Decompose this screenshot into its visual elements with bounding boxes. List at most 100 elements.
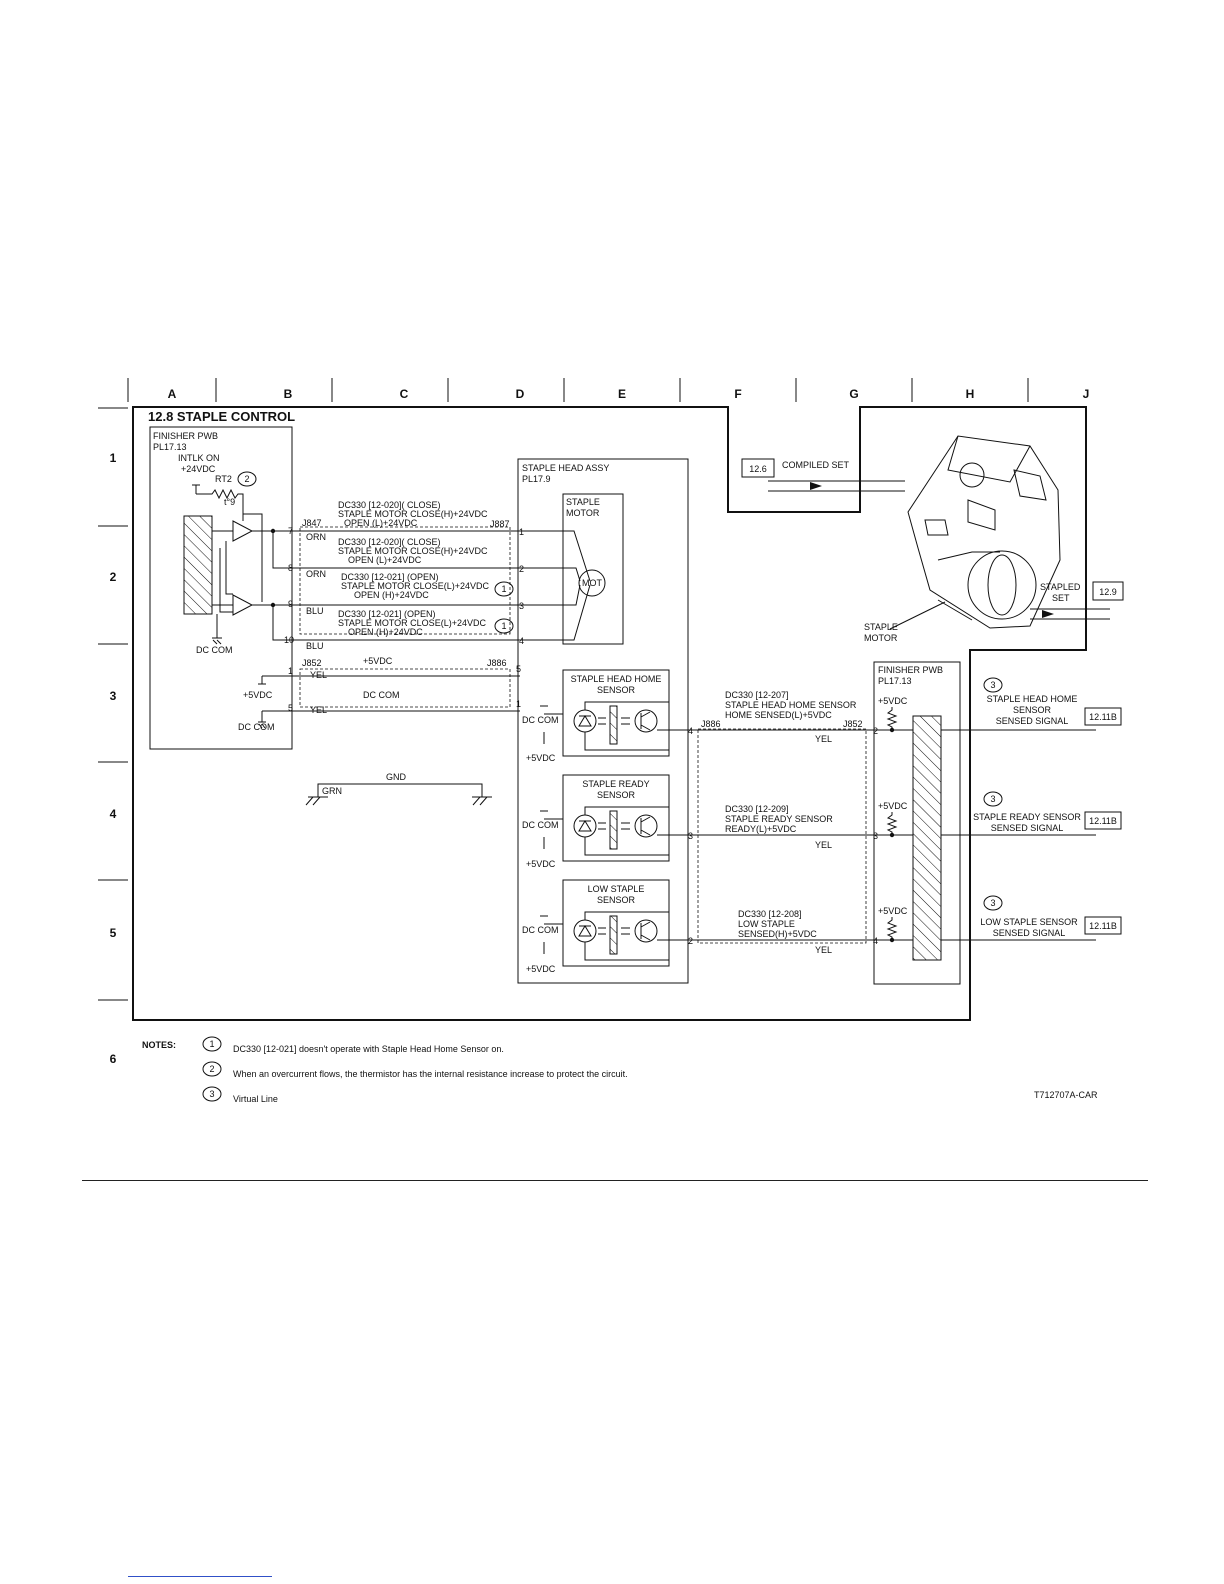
compiled-set-label: COMPILED SET [782, 460, 850, 470]
output-home-a: STAPLE HEAD HOME [987, 694, 1078, 704]
j887-label: J887 [490, 519, 510, 529]
note-marker-1b [494, 618, 514, 634]
motor-symbol [578, 569, 606, 597]
home-sensor-v5: +5VDC [526, 753, 556, 763]
thermistor-label: t°9 [224, 497, 235, 507]
note-3-num: 3 [209, 1089, 214, 1099]
stapled-label-a: STAPLED [1040, 582, 1081, 592]
v5-right-3: +5VDC [878, 906, 908, 916]
ref-12-11b-2: 12.11B [1089, 816, 1117, 826]
note-2-text: When an overcurrent flows, the thermisto… [233, 1069, 628, 1079]
signal-3c: OPEN (H)+24VDC [354, 590, 429, 600]
diagram-boundary [132, 406, 1087, 1021]
pin-1-j886: 1 [516, 699, 521, 709]
note-marker-1b-num: 1 [501, 621, 506, 631]
pin-3-right: 3 [873, 831, 878, 841]
v5-left-label: +5VDC [243, 690, 273, 700]
staple-motor-pic-a: STAPLE [864, 622, 898, 632]
note-marker-3c-num: 3 [990, 898, 995, 908]
staple-head-home-sensor [562, 669, 670, 757]
amp-triangle-2 [232, 594, 254, 616]
amp-triangle-1 [232, 520, 254, 542]
signal-1c: OPEN (L)+24VDC [344, 518, 418, 528]
signal-4b: STAPLE MOTOR CLOSE(L)+24VDC [338, 618, 486, 628]
signal-1b: STAPLE MOTOR CLOSE(H)+24VDC [338, 509, 488, 519]
flag-12-6: 12.6 [749, 464, 767, 474]
col-label-b: B [284, 387, 293, 401]
pin-8: 8 [288, 563, 293, 573]
output-ready-a: STAPLE READY SENSOR [973, 812, 1081, 822]
note-2-num: 2 [209, 1064, 214, 1074]
pin-3-sensor: 3 [688, 831, 693, 841]
pin-2-j887: 2 [519, 564, 524, 574]
signal-2b: STAPLE MOTOR CLOSE(H)+24VDC [338, 546, 488, 556]
col-label-c: C [400, 387, 409, 401]
stapled-label-b: SET [1052, 593, 1070, 603]
ready-signal-2: STAPLE READY SENSOR [725, 814, 833, 824]
staple-ready-sensor [562, 774, 670, 862]
col-label-j: J [1083, 387, 1090, 401]
low-sensor-name-a: LOW STAPLE [588, 884, 645, 894]
signal-1a: DC330 [12-020]( CLOSE) [338, 500, 441, 510]
pin-4-right: 4 [873, 936, 878, 946]
compiled-set-flag: 12.6 COMPILED SET [741, 458, 905, 492]
home-signal-1: DC330 [12-207] [725, 690, 789, 700]
wire-blu-1: BLU [306, 606, 324, 616]
pin-4-j887: 4 [519, 636, 524, 646]
note-3-text: Virtual Line [233, 1094, 278, 1104]
pwb-chip-left [183, 515, 213, 615]
drawing-id: T712707A-CAR [1034, 1090, 1098, 1100]
low-signal-2: LOW STAPLE [738, 919, 795, 929]
pin-7: 7 [288, 526, 293, 536]
signal-2a: DC330 [12-020]( CLOSE) [338, 537, 441, 547]
output-ready-b: SENSED SIGNAL [991, 823, 1064, 833]
low-sensor-v5: +5VDC [526, 964, 556, 974]
footer-rule [82, 1180, 1148, 1181]
staple-motor-pic-b: MOTOR [864, 633, 898, 643]
row-label-4: 4 [110, 807, 117, 821]
signal-2c: OPEN (L)+24VDC [348, 555, 422, 565]
dccom-left2-label: DC COM [238, 722, 275, 732]
note-marker-1a [494, 581, 514, 597]
pin-10: 10 [284, 635, 294, 645]
ready-sensor-name-b: SENSOR [597, 790, 636, 800]
v5-right-2: +5VDC [878, 801, 908, 811]
pin-1-left: 1 [288, 666, 293, 676]
note-marker-2-num: 2 [244, 474, 249, 484]
staple-head-assy: STAPLE HEAD ASSY PL17.9 STAPLE MOTOR MOT… [517, 458, 689, 984]
wire-blu-2: BLU [306, 641, 324, 651]
ground-wire: GND GRN [305, 772, 492, 806]
home-sensor-dccom: DC COM [522, 715, 559, 725]
signal-4c: OPEN (H)+24VDC [348, 627, 423, 637]
ready-signal-1: DC330 [12-209] [725, 804, 789, 814]
low-sensor-circuit [540, 911, 669, 961]
col-label-d: D [516, 387, 525, 401]
gnd-label: GND [386, 772, 407, 782]
wire-grn: GRN [322, 786, 342, 796]
ready-signal-3: READY(L)+5VDC [725, 824, 797, 834]
ready-sensor-name-a: STAPLE READY [582, 779, 649, 789]
low-signal-1: DC330 [12-208] [738, 909, 802, 919]
staple-motor-label-a: STAPLE [566, 497, 600, 507]
note-marker-3a-num: 3 [990, 680, 995, 690]
finisher-pwb-left-pl: PL17.13 [153, 442, 187, 452]
footer-link-underline [128, 1576, 272, 1577]
note-1-num: 1 [209, 1039, 214, 1049]
staple-motor-illustration: STAPLE MOTOR [864, 435, 1061, 643]
finisher-pwb-right-name: FINISHER PWB [878, 665, 943, 675]
col-label-h: H [966, 387, 975, 401]
ref-12-11b-1: 12.11B [1089, 712, 1117, 722]
ready-sensor-dccom: DC COM [522, 820, 559, 830]
sensor-power-wires: YEL YEL +5VDC DC COM J886 5 1 [292, 656, 521, 715]
v24-label: +24VDC [181, 464, 216, 474]
row-label-3: 3 [110, 689, 117, 703]
staple-motor-box [562, 493, 624, 645]
output-signals: 3 STAPLE HEAD HOME SENSOR SENSED SIGNAL … [973, 677, 1122, 938]
dccom-wire-label: DC COM [363, 690, 400, 700]
stapled-set-flag: STAPLED SET 12.9 [1030, 581, 1124, 620]
diagram-title: 12.8 STAPLE CONTROL [148, 409, 295, 424]
col-label-f: F [734, 387, 741, 401]
staple-head-assy-pl: PL17.9 [522, 474, 551, 484]
staple-head-assy-name: STAPLE HEAD ASSY [522, 463, 609, 473]
row-grid: 1 2 3 4 5 6 [98, 407, 128, 1066]
